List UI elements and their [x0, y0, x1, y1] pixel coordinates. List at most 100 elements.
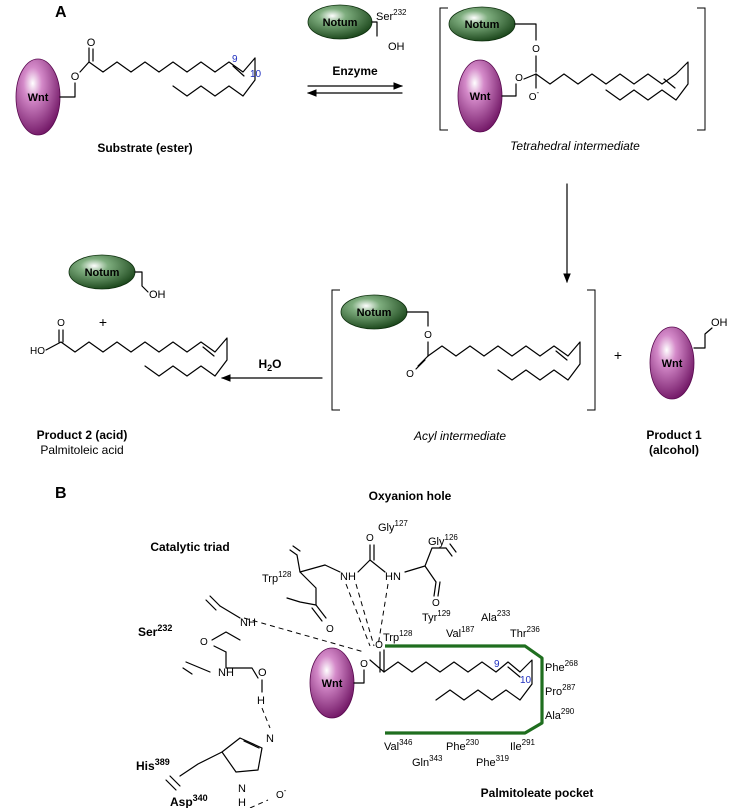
his-nh-n: N: [238, 783, 246, 795]
fatty-acid-chain: [535, 61, 689, 101]
product1-caption-line1: Product 1: [646, 428, 702, 442]
fatty-acid-chain-lower: [172, 57, 256, 97]
asp-o-minus: O-: [276, 786, 287, 801]
ser-n-bond: [219, 605, 241, 619]
hbond-his-asp: [249, 799, 269, 808]
wnt-linker: [353, 669, 365, 684]
panel-b-letter: B: [55, 485, 67, 502]
free-notum: Notum OH: [68, 254, 166, 301]
ester-carbonyl: [369, 649, 385, 673]
tyr129-label: Tyr129: [422, 609, 451, 624]
hbond-nh1b: [355, 583, 375, 647]
his389-label: His389: [136, 757, 170, 773]
tetrahedral-caption: Tetrahedral intermediate: [510, 139, 640, 153]
ser-nh-2: NH: [218, 667, 234, 679]
gly126-label: Gly126: [428, 533, 458, 548]
imidazole-double: [243, 740, 260, 749]
ser232-label: Ser232: [138, 623, 172, 639]
cis-double-bond: [507, 666, 521, 678]
ser-side-chain: [225, 651, 259, 679]
notum-label: Notum: [323, 17, 358, 29]
pro287-label: Pro287: [545, 683, 576, 698]
notum-linker: [406, 311, 429, 327]
pocket-residues: Trp128 Tyr129 Val187 Ala233 Thr236 Phe26…: [383, 609, 578, 769]
ser-linker: [371, 21, 378, 37]
ser-wavy-top: [205, 595, 221, 611]
wnt-label: Wnt: [470, 91, 491, 103]
backbone-bond: [296, 554, 301, 573]
gln343-label: Gln343: [412, 754, 443, 769]
trp-wavy: [286, 597, 317, 606]
ser232-residue: NH Ser232 O NH O H: [138, 595, 267, 707]
oxyanion-hole-label: Oxyanion hole: [369, 489, 452, 503]
notum-oh-label: OH: [149, 289, 166, 301]
hbond-ser-his: [261, 707, 271, 729]
hbond-ser-nh: [243, 617, 365, 653]
bracket-right: [697, 7, 706, 131]
plus-sign: +: [614, 347, 622, 363]
notum-linker: [514, 23, 537, 41]
asp340-residue: O- Asp340: [170, 786, 287, 808]
his389-residue: His389 N N H: [136, 733, 274, 808]
imidazole-ring: [221, 737, 263, 773]
acyl-intermediate: Notum O O: [331, 289, 596, 411]
phe268-label: Phe268: [545, 659, 578, 674]
wnt-linker: [501, 83, 517, 97]
locant-10: 10: [520, 675, 532, 686]
notum-enzyme: Notum Ser232 OH: [307, 4, 407, 53]
locant-9: 9: [494, 659, 500, 670]
bracket-left: [331, 289, 340, 411]
ser-oh-label: OH: [388, 41, 405, 53]
acid-o-label: O: [57, 318, 65, 329]
bracket-right: [587, 289, 596, 411]
gly126-co: [433, 581, 441, 597]
ile291-label: Ile291: [510, 738, 536, 753]
gly126-wavy: [445, 543, 457, 557]
cis-double-bond: [555, 350, 568, 361]
gly127-bond: [357, 544, 371, 573]
notum-oh-bond: [134, 271, 149, 293]
product2-subcaption: Palmitoleic acid: [40, 443, 123, 457]
his-n: N: [266, 733, 274, 745]
trp-ca-bonds: [299, 564, 326, 606]
ala290-label: Ala290: [545, 707, 575, 722]
thr236-label: Thr236: [510, 625, 540, 640]
gly127-label: Gly127: [378, 519, 408, 534]
oxyanion-backbone: Trp128 O NH O Gly127 HN O Gly126: [262, 519, 458, 635]
ser-carbonyl: [211, 631, 241, 653]
panel-a-letter: A: [55, 4, 67, 21]
plus-sign: +: [99, 314, 107, 330]
notum-label: Notum: [357, 307, 392, 319]
wnt-label: Wnt: [28, 92, 49, 104]
tetrahedral-intermediate: Notum O Wnt O O-: [439, 6, 706, 133]
val187-label: Val187: [446, 625, 475, 640]
gly126-o: O: [432, 598, 440, 609]
fatty-acid-chain: [45, 337, 228, 377]
carbonyl-o-label: O: [375, 640, 383, 651]
cis-double-bond: [202, 346, 215, 357]
ester-o-label: O: [360, 659, 368, 670]
gly126-bonds: [404, 547, 447, 583]
substrate-caption: Substrate (ester): [97, 141, 192, 155]
notum-label: Notum: [465, 19, 500, 31]
catalytic-triad-label: Catalytic triad: [150, 540, 229, 554]
wnt-label: Wnt: [322, 678, 343, 690]
cis-double-bond: [232, 65, 245, 77]
nh-bond: [324, 564, 341, 573]
alcohol-bond: [693, 327, 713, 349]
ser232-label: Ser232: [376, 8, 407, 23]
pocket-outline: [385, 644, 544, 735]
wnt-protein-shape: [649, 326, 695, 400]
fatty-acid-chain: [383, 659, 533, 701]
ala233-label: Ala233: [481, 609, 511, 624]
val346-label: Val346: [384, 738, 413, 753]
alcohol-oh-label: OH: [711, 317, 728, 329]
oxyanion-label: O-: [529, 88, 540, 103]
gly127-o: O: [366, 533, 374, 544]
linker-bond: [59, 82, 76, 98]
phe230-label: Phe230: [446, 738, 479, 753]
trp-carbonyl-o: O: [326, 624, 334, 635]
ether-o-label: O: [532, 44, 540, 55]
ester-o-label: O: [424, 330, 432, 341]
